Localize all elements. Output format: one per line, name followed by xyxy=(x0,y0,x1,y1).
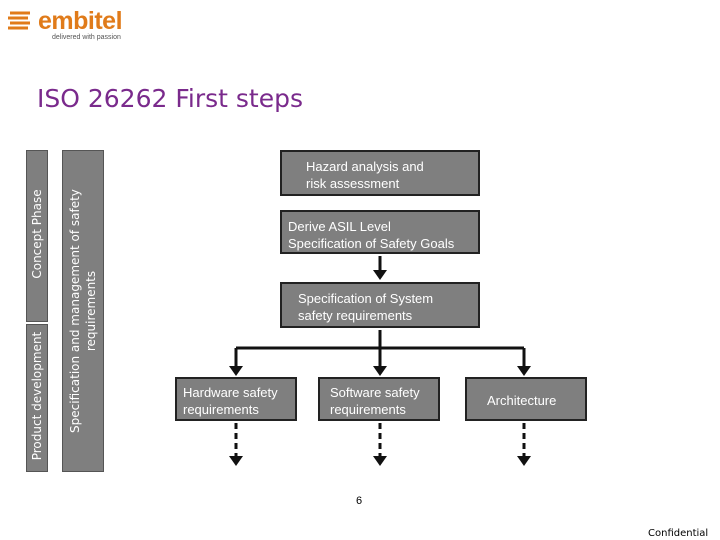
page-title: ISO 26262 First steps xyxy=(37,84,304,113)
architecture-line1: Architecture xyxy=(487,393,557,408)
hardware-line1: Hardware safety xyxy=(183,385,278,400)
embitel-logo: embitel delivered with passion xyxy=(8,6,158,41)
system-requirements-box: Specification of System safety requireme… xyxy=(280,282,480,328)
system-to-children-connector xyxy=(229,330,531,376)
system-line2: safety requirements xyxy=(298,308,413,323)
hazard-line2: risk assessment xyxy=(306,176,400,191)
confidential-footer: Confidential xyxy=(648,528,709,539)
logo-wordmark: embitel xyxy=(38,7,123,35)
architecture-box: Architecture xyxy=(465,377,587,421)
hazard-line1: Hazard analysis and xyxy=(306,159,424,174)
asil-box: Derive ASIL Level Specification of Safet… xyxy=(280,210,480,254)
hazard-analysis-box: Hazard analysis and risk assessment xyxy=(280,150,480,196)
software-continue-arrow xyxy=(373,423,387,466)
software-line2: requirements xyxy=(330,402,406,417)
architecture-continue-arrow xyxy=(517,423,531,466)
page-number: 6 xyxy=(356,495,363,507)
software-requirements-box: Software safety requirements xyxy=(318,377,440,421)
logo-mark-icon xyxy=(8,11,30,30)
logo-tagline: delivered with passion xyxy=(52,34,121,41)
system-line1: Specification of System xyxy=(298,291,434,306)
hardware-requirements-box: Hardware safety requirements xyxy=(175,377,297,421)
asil-to-system-arrow xyxy=(373,256,387,280)
software-line1: Software safety xyxy=(330,385,420,400)
asil-line2: Specification of Safety Goals xyxy=(288,236,455,251)
hardware-continue-arrow xyxy=(229,423,243,466)
hardware-line2: requirements xyxy=(183,402,259,417)
asil-line1: Derive ASIL Level xyxy=(288,219,391,234)
product-development-bar: Product development xyxy=(26,324,48,472)
concept-phase-bar: Concept Phase xyxy=(26,150,48,322)
management-bar: Specification and management of safety r… xyxy=(62,150,104,472)
